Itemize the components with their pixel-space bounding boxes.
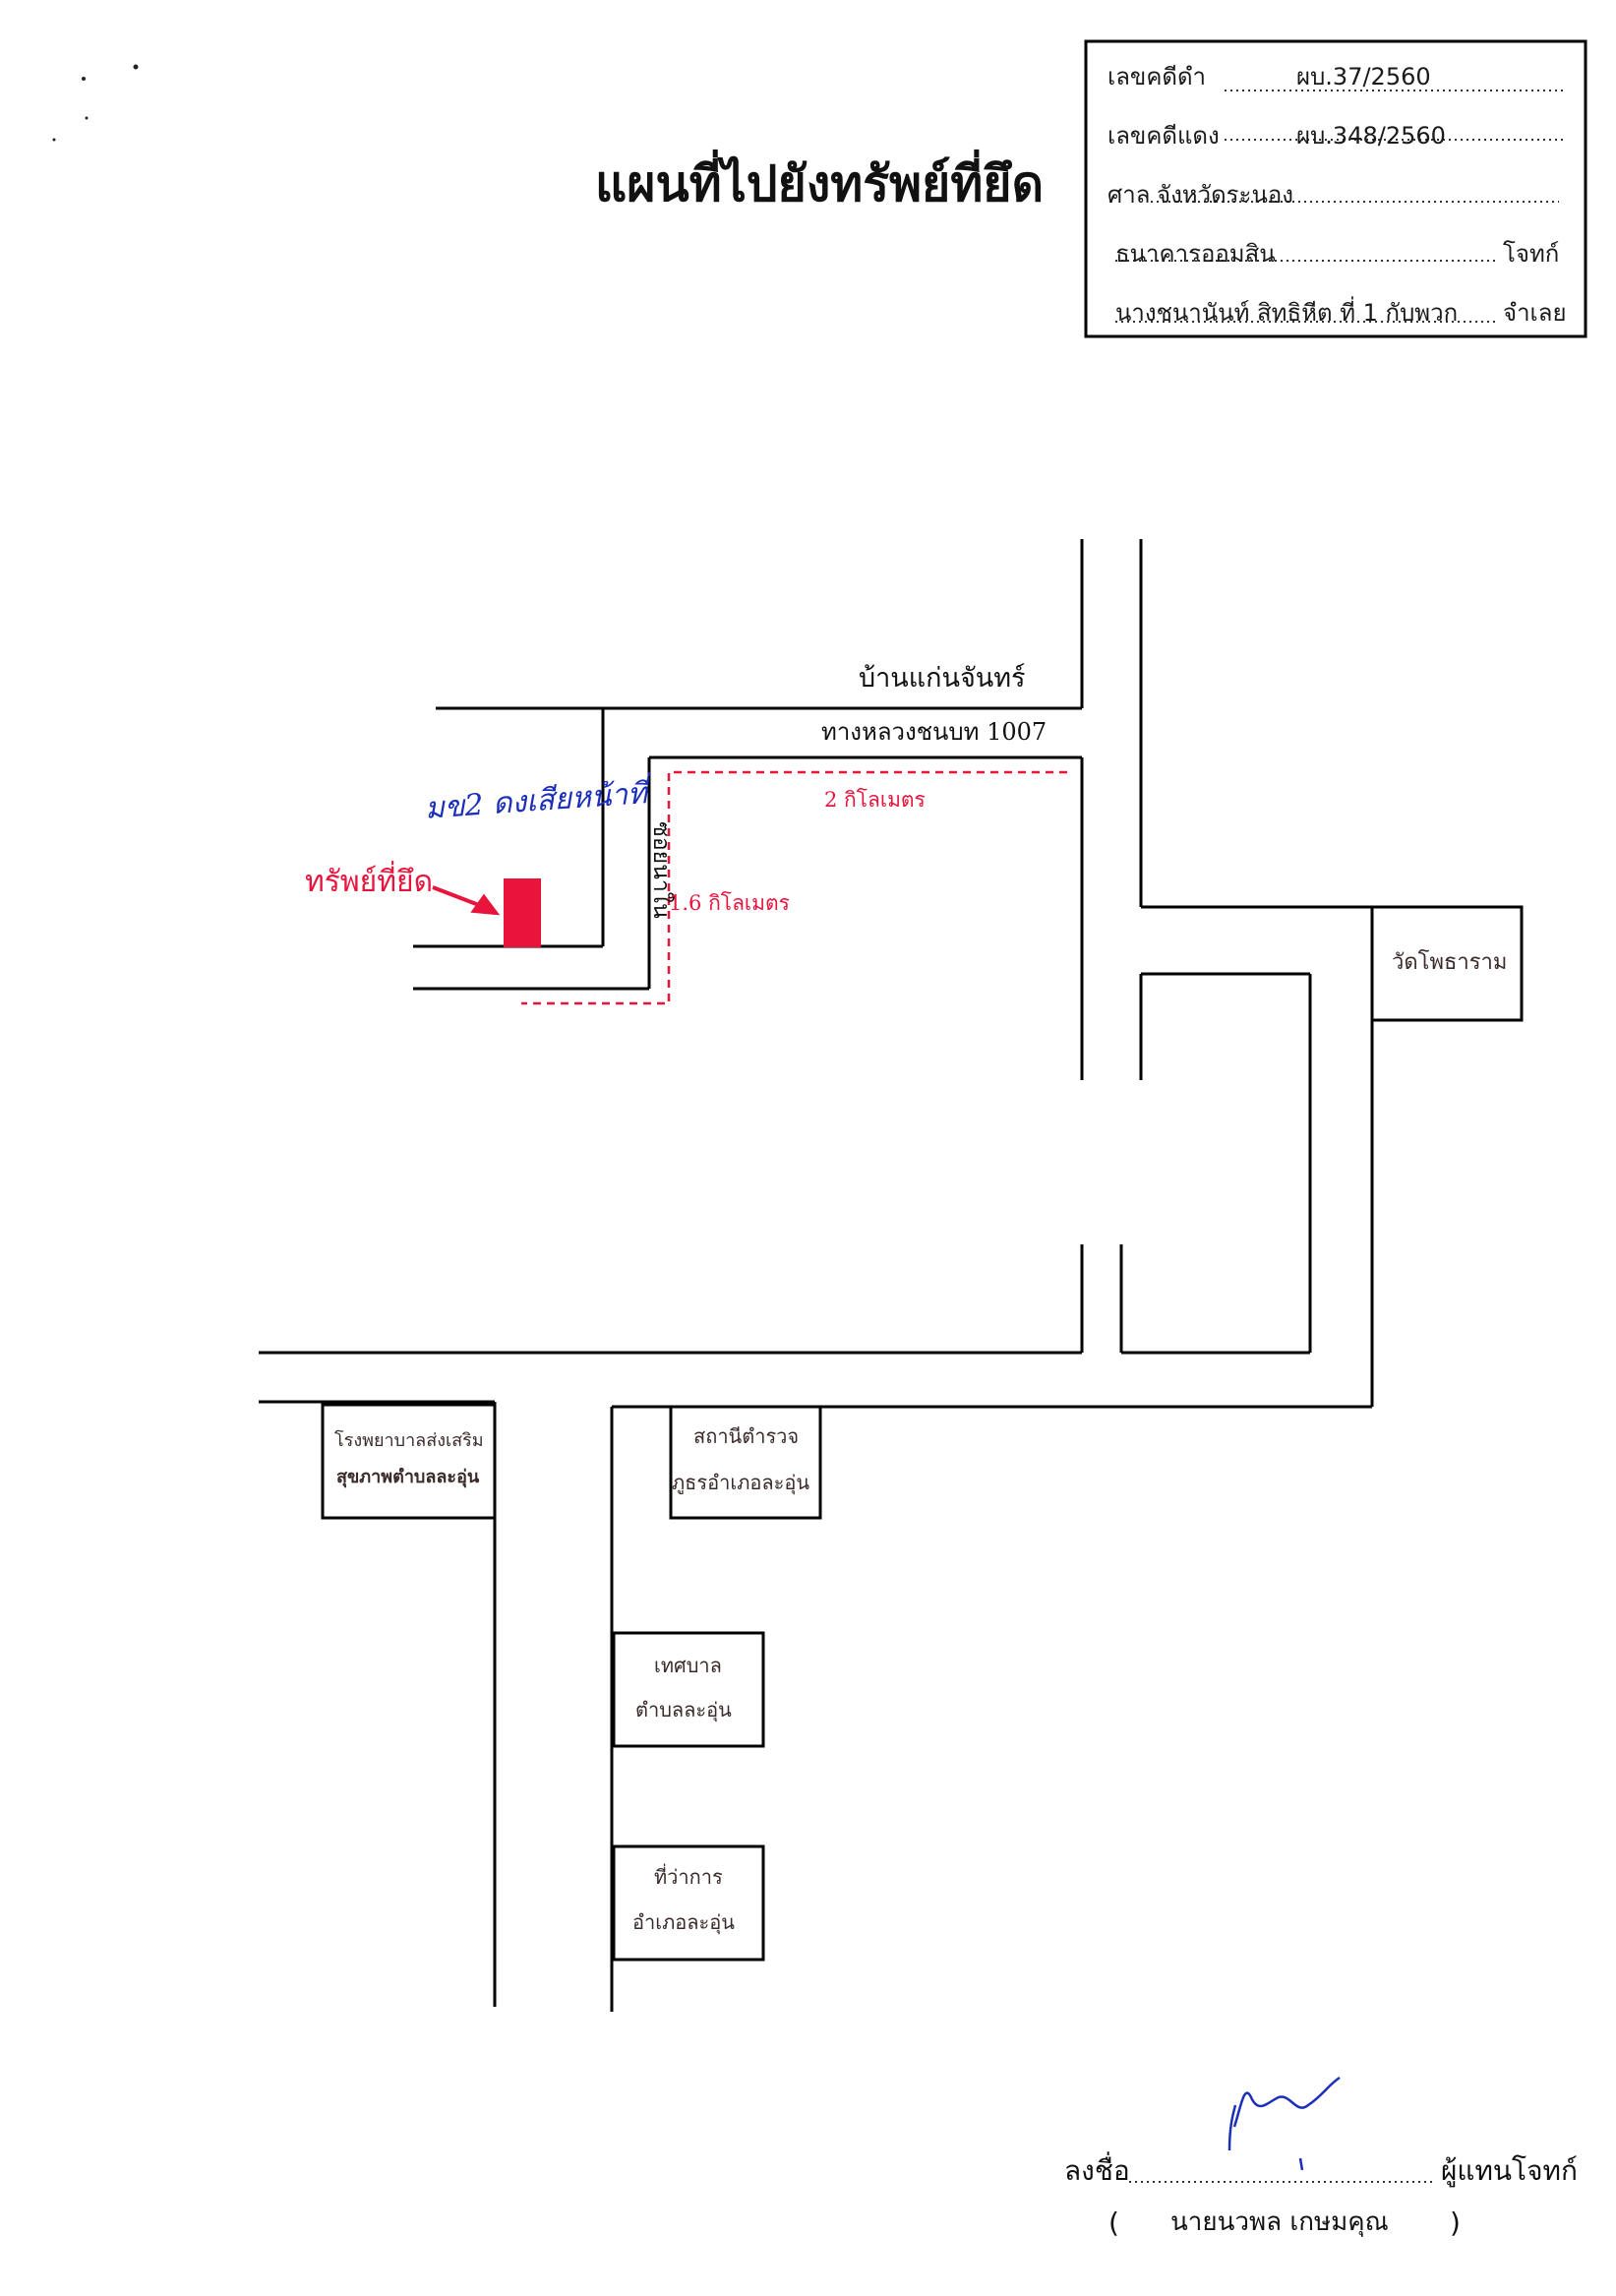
police-label-line2: ภูธรอำเภอละอุ่น — [672, 1471, 810, 1494]
court-label: ศาล — [1107, 181, 1151, 209]
highway-label: ทางหลวงชนบท 1007 — [821, 718, 1047, 746]
black-case-label: เลขคดีดำ — [1107, 63, 1207, 91]
court-value: จังหวัดระนอง — [1157, 181, 1293, 209]
signature-name: นายนวพล เกษมคุณ — [1170, 2207, 1389, 2237]
municipality-label-line1: เทศบาล — [654, 1654, 722, 1677]
municipality-label-line2: ตำบลละอุ่น — [635, 1698, 732, 1722]
property-arrow-line — [432, 885, 485, 909]
district-office-box — [612, 1844, 765, 1962]
defendant-label: จำเลย — [1503, 299, 1567, 327]
page-title: แผนที่ไปยังทรัพย์ที่ยึด — [595, 154, 1045, 212]
defendant-value: นางชนานันท์ สิทธิหีต ที่ 1 กับพวก — [1115, 299, 1459, 327]
red-case-value: ผบ.348/2560 — [1296, 122, 1446, 150]
temple-box — [1370, 905, 1524, 1022]
black-case-value: ผบ.37/2560 — [1296, 63, 1431, 91]
district-office-label-line2: อำเภอละอุ่น — [632, 1910, 735, 1934]
signature-name-open: ( — [1108, 2206, 1119, 2239]
seized-property-marker — [504, 878, 541, 947]
signature-sign-label: ลงชื่อ — [1064, 2154, 1130, 2187]
municipality-box — [612, 1631, 765, 1748]
police-label-line1: สถานีตำรวจ — [693, 1424, 800, 1448]
distance-1-6km-label: 1.6 กิโลเมตร — [669, 891, 790, 915]
red-case-label: เลขคดีแดง — [1107, 122, 1220, 150]
hospital-label-line1: โรงพยาบาลส่งเสริม — [334, 1430, 484, 1451]
hospital-label-line2: สุขภาพตำบลละอุ่น — [336, 1467, 480, 1487]
property-arrow-head — [470, 893, 501, 916]
distance-2km-label: 2 กิโลเมตร — [824, 788, 926, 812]
plaintiff-value: ธนาคารออมสิน — [1115, 240, 1276, 268]
signature-name-close: ) — [1450, 2206, 1461, 2239]
village-label: บ้านแก่นจันทร์ — [859, 663, 1026, 694]
district-office-label-line1: ที่ว่าการ — [654, 1865, 723, 1889]
seized-property-label: ทรัพย์ที่ยึด — [305, 865, 434, 899]
hospital-box — [321, 1403, 497, 1520]
signature-scribble — [1232, 2076, 1341, 2128]
signature-role-label: ผู้แทนโจทก์ — [1441, 2154, 1578, 2187]
case-info-box — [1084, 39, 1587, 338]
plaintiff-label: โจทก์ — [1503, 240, 1560, 268]
police-box — [669, 1405, 822, 1520]
temple-label: วัดโพธาราม — [1392, 950, 1508, 975]
route-dashed-line — [521, 770, 1067, 1005]
